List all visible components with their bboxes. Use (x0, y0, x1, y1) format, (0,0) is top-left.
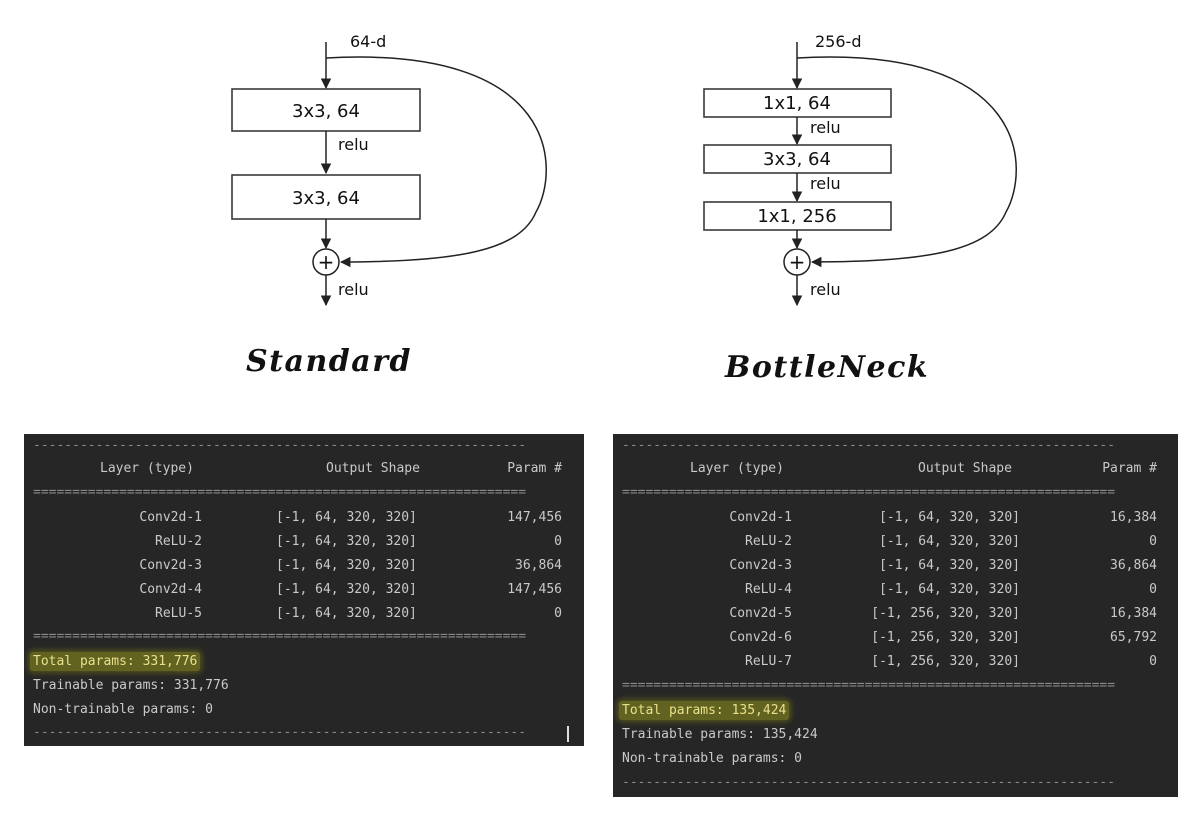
header-params: Param # (1102, 461, 1157, 476)
table-row-params: 0 (554, 606, 562, 621)
bottleneck-layer-box-3 (703, 201, 892, 231)
bottleneck-adder-plus-icon: + (789, 250, 806, 274)
table-row-params: 0 (1149, 582, 1157, 597)
standard-activation-2: relu (338, 280, 369, 299)
header-shape: Output Shape (326, 461, 420, 476)
table-row-shape: [-1, 64, 320, 320] (276, 558, 417, 573)
separator-equals: ========================================… (33, 629, 527, 644)
table-row-layer: Conv2d-1 (139, 510, 202, 525)
standard-skip-connection (325, 56, 547, 268)
standard-activation-1: relu (338, 135, 369, 154)
table-row-params: 0 (1149, 534, 1157, 549)
trainable-params: Trainable params: 135,424 (622, 727, 818, 742)
bottleneck-skip-connection (796, 56, 1017, 268)
table-row-layer: ReLU-5 (155, 606, 202, 621)
standard-layer-label-2: 3x3, 64 (292, 188, 360, 209)
resnet-block-diagrams: 64-d 3x3, 64 relu 3x3, 64 + relu 256-d 1… (231, 32, 1017, 307)
standard-summary-console: ----------------------------------------… (24, 434, 584, 746)
table-row-shape: [-1, 64, 320, 320] (879, 534, 1020, 549)
text-cursor (567, 726, 569, 742)
table-row-layer: ReLU-7 (745, 654, 792, 669)
table-row-shape: [-1, 64, 320, 320] (276, 606, 417, 621)
header-params: Param # (507, 461, 562, 476)
separator-dash: ----------------------------------------… (33, 725, 527, 740)
header-shape: Output Shape (918, 461, 1012, 476)
bottleneck-input-label: 256-d (815, 32, 861, 51)
table-row-shape: [-1, 64, 320, 320] (879, 582, 1020, 597)
header-layer: Layer (type) (100, 461, 194, 476)
bottleneck-activation-3: relu (810, 280, 841, 299)
standard-layer-label-1: 3x3, 64 (292, 101, 360, 122)
non-trainable-params: Non-trainable params: 0 (33, 702, 214, 717)
standard-input-label: 64-d (350, 32, 386, 51)
separator-dash: ----------------------------------------… (33, 438, 527, 453)
table-row-params: 147,456 (507, 510, 562, 525)
table-row-layer: Conv2d-1 (729, 510, 792, 525)
table-row-params: 0 (1149, 654, 1157, 669)
table-row-shape: [-1, 256, 320, 320] (871, 606, 1020, 621)
separator-equals: ========================================… (33, 485, 527, 500)
table-row-layer: Conv2d-3 (729, 558, 792, 573)
table-row-shape: [-1, 64, 320, 320] (879, 558, 1020, 573)
table-row-shape: [-1, 64, 320, 320] (276, 582, 417, 597)
separator-equals: ========================================… (622, 485, 1116, 500)
standard-layer-box-2 (231, 174, 421, 220)
table-row-layer: Conv2d-3 (139, 558, 202, 573)
standard-caption: Standard (246, 344, 412, 379)
table-row-layer: Conv2d-4 (139, 582, 202, 597)
bottleneck-summary-console: ----------------------------------------… (613, 434, 1178, 797)
bottleneck-layer-label-2: 3x3, 64 (763, 149, 831, 170)
table-row-params: 65,792 (1110, 630, 1157, 645)
table-row-params: 36,864 (1110, 558, 1157, 573)
table-row-shape: [-1, 64, 320, 320] (276, 534, 417, 549)
table-row-params: 16,384 (1110, 606, 1157, 621)
bottleneck-block-diagram: 256-d 1x1, 64 relu 3x3, 64 relu 1x1, 256… (703, 32, 1017, 307)
non-trainable-params: Non-trainable params: 0 (622, 751, 803, 766)
total-params-highlight: Total params: 331,776 (30, 652, 201, 671)
table-row-layer: ReLU-2 (745, 534, 792, 549)
separator-dash: ----------------------------------------… (622, 775, 1116, 790)
total-params: Total params: 331,776 (30, 652, 201, 671)
bottleneck-caption: BottleNeck (725, 350, 930, 385)
table-row-layer: Conv2d-6 (729, 630, 792, 645)
table-row-params: 0 (554, 534, 562, 549)
table-row-params: 36,864 (515, 558, 562, 573)
total-params-highlight: Total params: 135,424 (619, 701, 790, 720)
table-row-params: 16,384 (1110, 510, 1157, 525)
table-row-shape: [-1, 256, 320, 320] (871, 654, 1020, 669)
table-row-layer: Conv2d-5 (729, 606, 792, 621)
total-params: Total params: 135,424 (619, 701, 790, 720)
table-row-shape: [-1, 256, 320, 320] (871, 630, 1020, 645)
separator-dash: ----------------------------------------… (622, 438, 1116, 453)
standard-adder-plus-icon: + (318, 250, 335, 274)
bottleneck-activation-2: relu (810, 174, 841, 193)
table-row-layer: ReLU-2 (155, 534, 202, 549)
standard-block-diagram: 64-d 3x3, 64 relu 3x3, 64 + relu (231, 32, 547, 307)
table-row-shape: [-1, 64, 320, 320] (276, 510, 417, 525)
trainable-params: Trainable params: 331,776 (33, 678, 229, 693)
table-row-layer: ReLU-4 (745, 582, 792, 597)
bottleneck-layer-box-1 (703, 88, 892, 118)
table-row-params: 147,456 (507, 582, 562, 597)
bottleneck-activation-1: relu (810, 118, 841, 137)
table-row-shape: [-1, 64, 320, 320] (879, 510, 1020, 525)
bottleneck-layer-label-1: 1x1, 64 (763, 93, 831, 114)
header-layer: Layer (type) (690, 461, 784, 476)
separator-equals: ========================================… (622, 678, 1116, 693)
bottleneck-layer-label-3: 1x1, 256 (757, 206, 836, 227)
